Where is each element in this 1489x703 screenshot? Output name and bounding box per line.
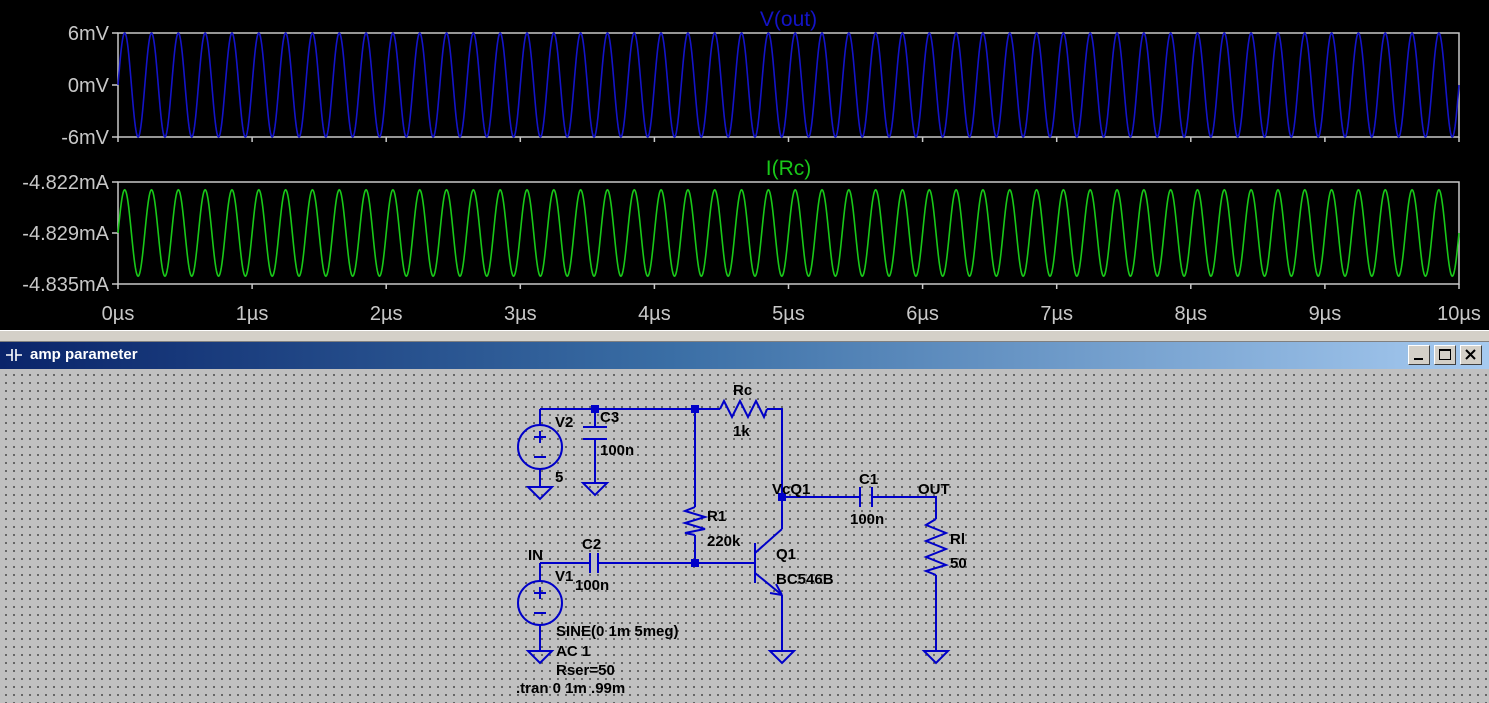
value-rl: 50 <box>950 555 967 572</box>
value-c2: 100n <box>575 577 609 594</box>
ground-rl <box>921 650 951 665</box>
y-tick-label: -4.835mA <box>22 274 109 296</box>
ground-v1 <box>525 650 555 665</box>
value-c1: 100n <box>850 511 884 528</box>
minimize-icon <box>1414 358 1423 360</box>
model-q1: BC546B <box>776 571 834 588</box>
x-tick-label: 2µs <box>370 303 403 325</box>
x-tick-label: 5µs <box>772 303 805 325</box>
net-label-out: OUT <box>918 481 950 498</box>
schematic-icon <box>6 349 22 361</box>
label-v2: V2 <box>555 414 573 431</box>
junctions <box>591 405 786 567</box>
y-tick-label: -4.829mA <box>22 223 109 245</box>
wires <box>539 408 937 651</box>
transistor-q1[interactable] <box>754 528 783 596</box>
trace-irc <box>117 188 1460 278</box>
y-tick-label: 6mV <box>68 23 110 45</box>
value-rc: 1k <box>733 423 750 440</box>
close-button[interactable] <box>1460 345 1482 365</box>
label-q1: Q1 <box>776 546 796 563</box>
x-tick-label: 9µs <box>1309 303 1342 325</box>
capacitor-c1[interactable] <box>859 487 873 507</box>
y-tick-label: -6mV <box>61 127 109 149</box>
window-title: amp parameter <box>30 346 138 363</box>
x-tick-label: 6µs <box>906 303 939 325</box>
x-tick-label: 10µs <box>1437 303 1481 325</box>
voltage-source-v1[interactable] <box>517 580 563 626</box>
x-tick-label: 7µs <box>1040 303 1073 325</box>
minimize-button[interactable] <box>1408 345 1430 365</box>
schematic-drawing[interactable]: V2 5 C3 100n Rc 1k R1 220k Q1 BC546B C1 … <box>0 369 1489 703</box>
maximize-button[interactable] <box>1434 345 1456 365</box>
label-r1: R1 <box>707 508 726 525</box>
waveform-viewer[interactable]: 6mV 0mV -6mV V(out) -4.822mA -4.829mA -4.835mA… <box>0 0 1489 330</box>
resistor-rl[interactable] <box>922 518 950 576</box>
ground-q1 <box>767 650 797 665</box>
schematic-canvas[interactable]: V2 5 C3 100n Rc 1k R1 220k Q1 BC546B C1 … <box>0 369 1489 703</box>
x-tick-label: 0µs <box>102 303 135 325</box>
trace-label[interactable]: I(Rc) <box>766 157 812 180</box>
spice-directive[interactable]: .tran 0 1m .99m <box>516 680 625 697</box>
v1-ac-spec: AC 1 <box>556 643 590 660</box>
value-v2: 5 <box>555 469 563 486</box>
pane-splitter[interactable] <box>0 330 1489 342</box>
label-rl: Rl <box>950 531 965 548</box>
voltage-source-v2[interactable] <box>517 424 563 470</box>
junction <box>591 405 599 413</box>
v1-rser-spec: Rser=50 <box>556 662 615 679</box>
y-tick-label: -4.822mA <box>22 172 109 194</box>
resistor-rc[interactable] <box>719 398 768 420</box>
net-label-vcq1: VcQ1 <box>772 481 810 498</box>
trace-vout <box>117 31 1460 139</box>
ground-c3 <box>580 482 610 497</box>
label-c3: C3 <box>600 409 619 426</box>
x-tick-label: 8µs <box>1174 303 1207 325</box>
y-tick-label: 0mV <box>68 75 110 97</box>
capacitor-c2[interactable] <box>589 553 599 573</box>
x-tick-label: 3µs <box>504 303 537 325</box>
x-tick-label: 1µs <box>236 303 269 325</box>
waveform-plots[interactable]: 6mV 0mV -6mV V(out) -4.822mA -4.829mA -4.835mA… <box>0 0 1489 330</box>
label-c2: C2 <box>582 536 601 553</box>
junction <box>778 493 786 501</box>
label-rc: Rc <box>733 382 752 399</box>
close-icon <box>1465 349 1476 360</box>
schematic-window-titlebar[interactable]: amp parameter <box>0 342 1489 369</box>
maximize-icon <box>1439 349 1451 360</box>
label-v1: V1 <box>555 568 573 585</box>
v1-sine-spec: SINE(0 1m 5meg) <box>556 623 679 640</box>
label-c1: C1 <box>859 471 878 488</box>
junction <box>691 405 699 413</box>
junction <box>691 559 699 567</box>
ground-v2 <box>525 486 555 501</box>
value-c3: 100n <box>600 442 634 459</box>
net-label-in: IN <box>528 547 543 564</box>
x-tick-label: 4µs <box>638 303 671 325</box>
resistor-r1[interactable] <box>681 506 709 536</box>
value-r1: 220k <box>707 533 741 550</box>
capacitor-c3[interactable] <box>583 426 607 440</box>
trace-label[interactable]: V(out) <box>760 8 817 31</box>
